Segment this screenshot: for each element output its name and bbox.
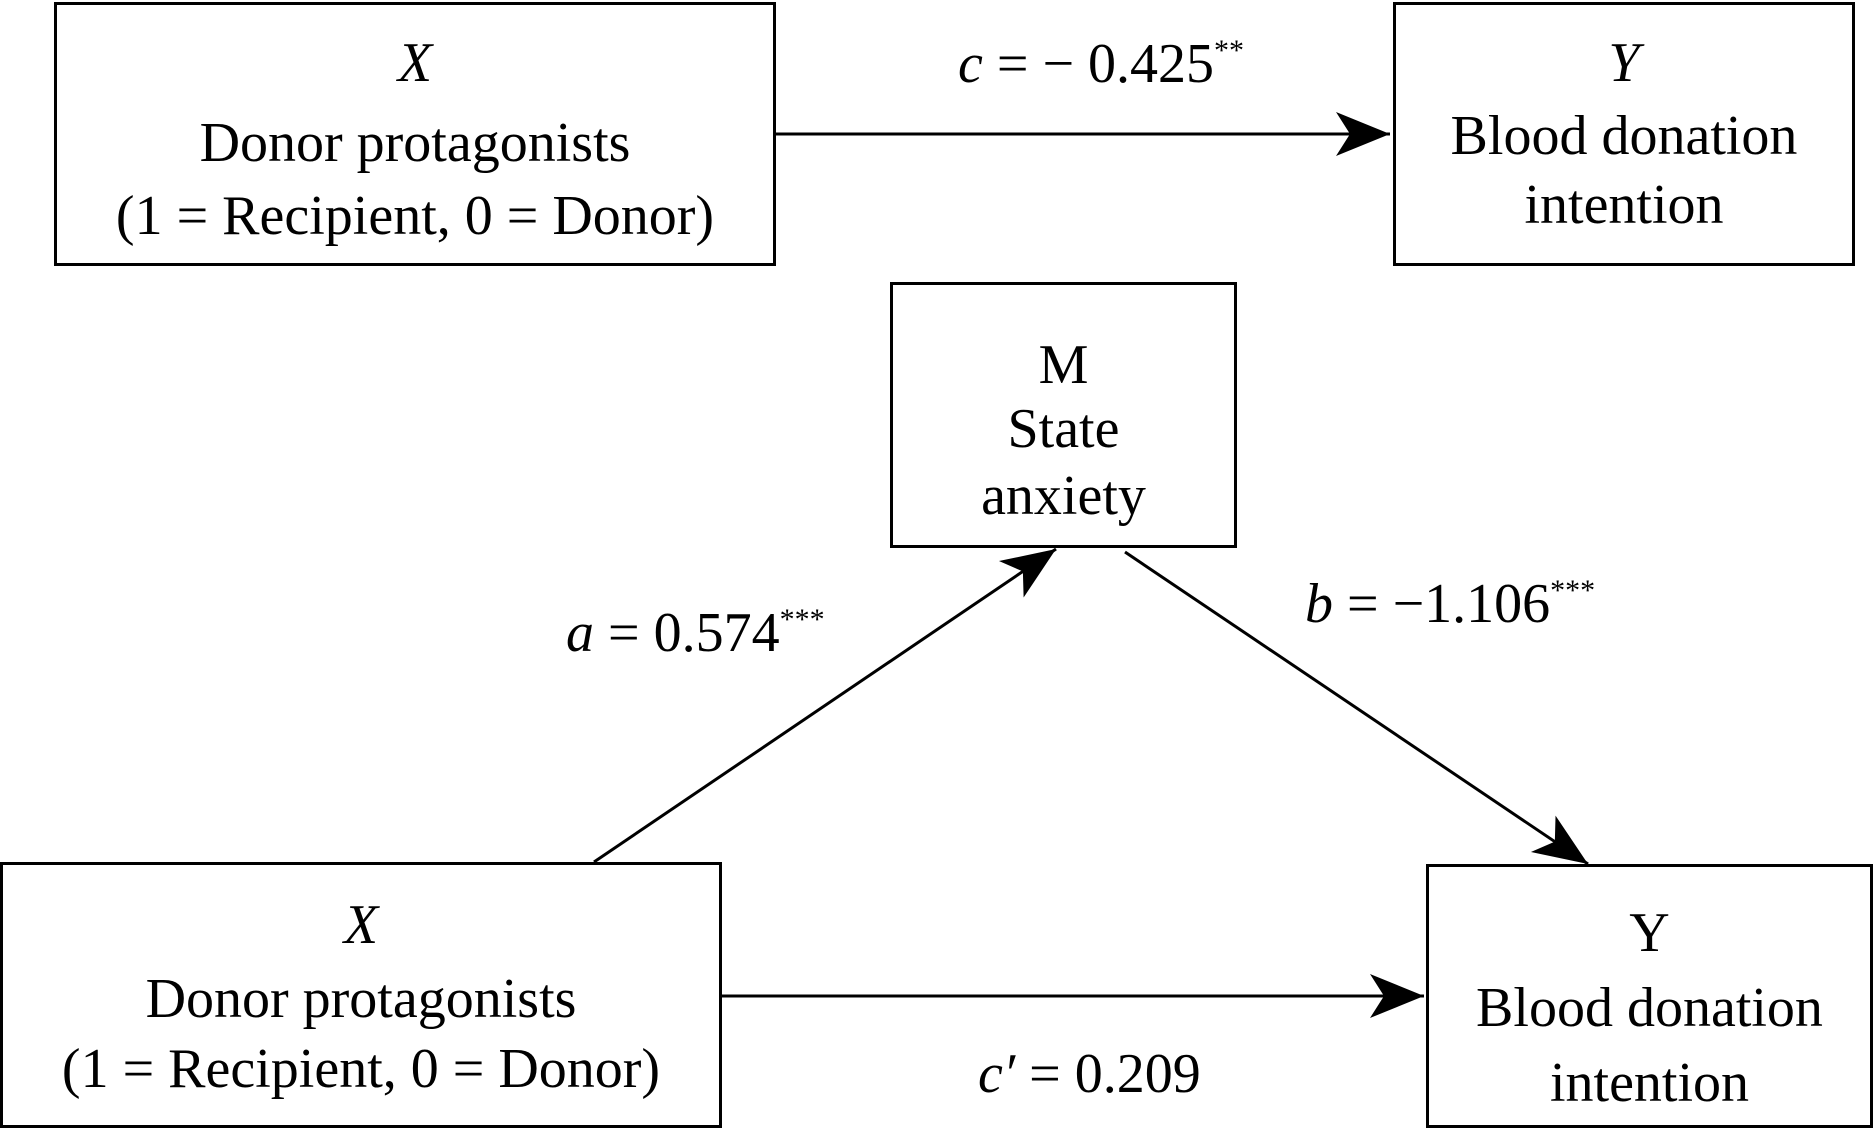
path-c-prime-value: = 0.209 xyxy=(1015,1043,1201,1105)
path-c-label: c = − 0.425** xyxy=(958,33,1245,95)
path-b-stars: *** xyxy=(1550,574,1596,607)
top-x-box: X Donor protagonists (1 = Recipient, 0 =… xyxy=(54,2,776,266)
path-a-symbol: a xyxy=(566,602,594,664)
path-c-value: = − 0.425 xyxy=(982,33,1215,95)
arrowhead-c xyxy=(1336,112,1390,156)
mediator-label-2: anxiety xyxy=(981,465,1146,527)
top-y-label-2: intention xyxy=(1524,174,1724,236)
arrow-b xyxy=(1124,550,1589,866)
bottom-y-label-2: intention xyxy=(1549,1052,1750,1114)
arrow-a xyxy=(593,547,1057,864)
mediator-box: M State anxiety xyxy=(890,282,1237,548)
bottom-y-label: Blood donation xyxy=(1476,977,1823,1039)
top-x-label: Donor protagonists xyxy=(199,112,631,174)
path-a-stars: *** xyxy=(779,603,825,636)
path-b-label: b = −1.106*** xyxy=(1305,573,1596,635)
arrowhead-b xyxy=(1530,815,1588,864)
bottom-y-variable: Y xyxy=(1629,902,1670,964)
path-c-prime-label: c′ = 0.209 xyxy=(978,1046,1201,1102)
path-a-label: a = 0.574*** xyxy=(566,602,825,664)
top-y-box: Y Blood donation intention xyxy=(1393,2,1855,266)
top-x-variable: X xyxy=(397,32,433,94)
bottom-x-coding: (1 = Recipient, 0 = Donor) xyxy=(61,1038,661,1100)
path-c-stars: ** xyxy=(1214,34,1245,67)
path-b-value: = −1.106 xyxy=(1333,573,1551,635)
path-c-prime-symbol: c′ xyxy=(978,1043,1016,1105)
top-y-variable: Y xyxy=(1608,32,1640,94)
mediator-variable: M xyxy=(1038,334,1089,396)
arrowhead-a xyxy=(998,549,1056,598)
bottom-x-label: Donor protagonists xyxy=(145,968,577,1030)
arrowhead-c-prime xyxy=(1370,974,1424,1018)
mediator-label: State xyxy=(1007,398,1120,460)
path-a-value: = 0.574 xyxy=(594,602,780,664)
bottom-y-box: Y Blood donation intention xyxy=(1426,864,1873,1128)
top-y-label: Blood donation xyxy=(1450,105,1798,167)
path-b-symbol: b xyxy=(1305,573,1333,635)
bottom-x-box: X Donor protagonists (1 = Recipient, 0 =… xyxy=(0,862,722,1128)
path-c-symbol: c xyxy=(958,33,983,95)
top-x-coding: (1 = Recipient, 0 = Donor) xyxy=(115,185,715,247)
bottom-x-variable: X xyxy=(343,894,379,956)
